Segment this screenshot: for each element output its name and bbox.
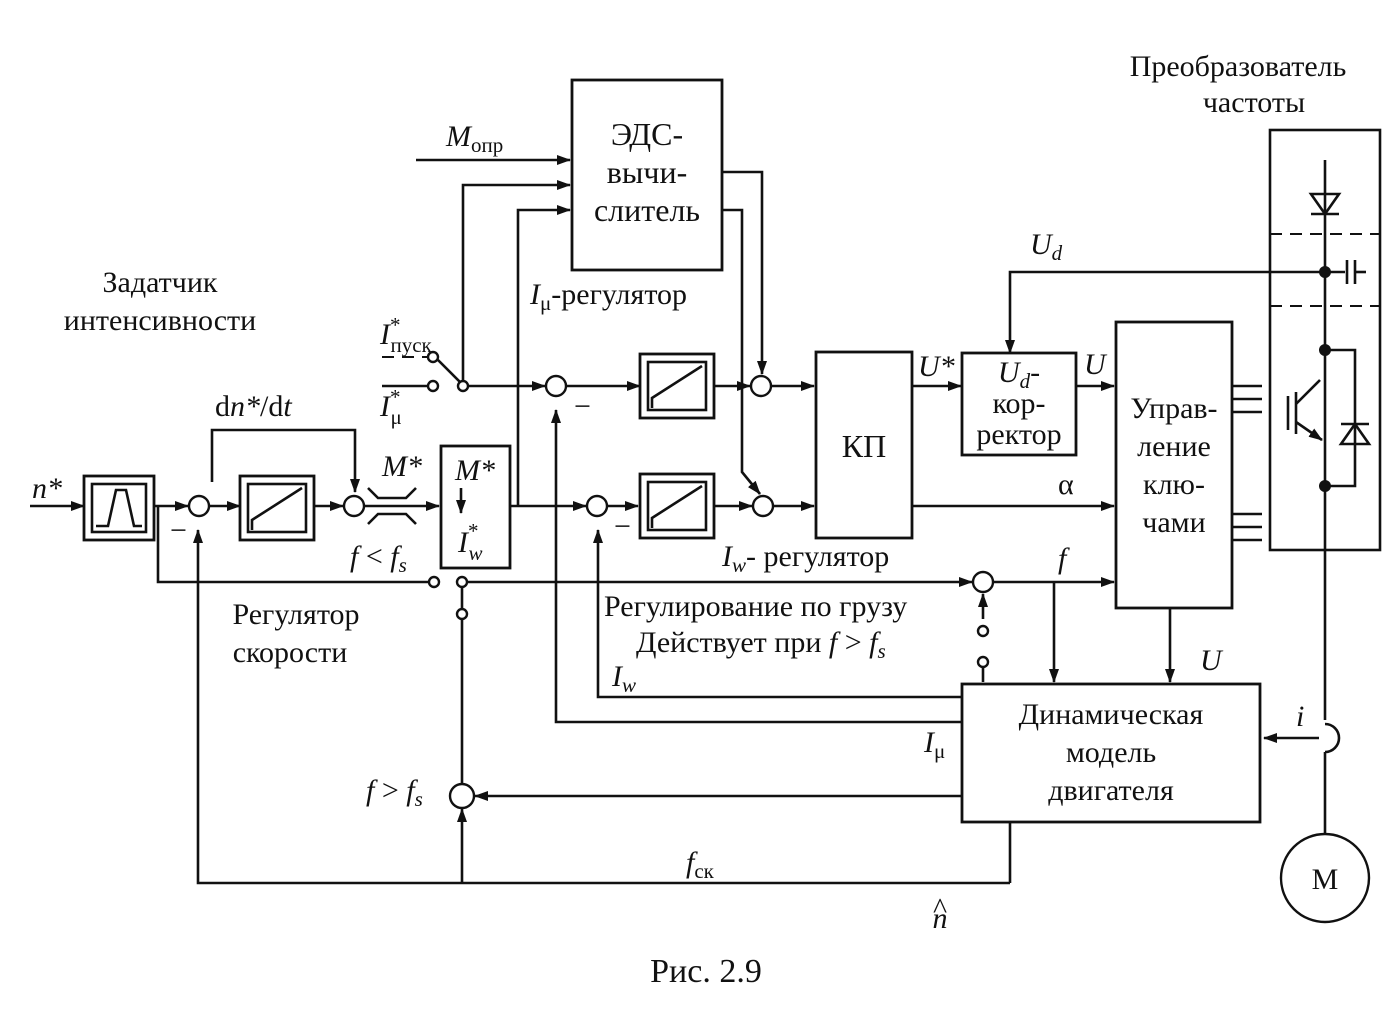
emf-calculator-label: ЭДС- — [611, 116, 683, 152]
ramp-generator-label-2: интенсивности — [64, 304, 256, 337]
i-w-regulator-label: Iw- регулятор — [721, 540, 889, 577]
key-control-label-2: ление — [1137, 430, 1211, 463]
speed-regulator-block — [238, 474, 316, 542]
motor-model-label: Динамическая — [1019, 698, 1204, 731]
i-current-label: i — [1296, 700, 1304, 733]
torque-limiter-symbol — [367, 487, 417, 525]
ramp-generator-block — [82, 474, 156, 542]
summing-junctions — [187, 374, 995, 810]
u-label: U — [1084, 348, 1108, 381]
dn-dt-label: dn*/dt — [215, 390, 292, 423]
m-star-label: M* — [381, 450, 422, 483]
key-control-label-4: чами — [1142, 506, 1205, 539]
ud-corrector-label-2: кор- — [992, 387, 1045, 420]
frequency-converter — [1268, 128, 1382, 924]
ud-corrector-label-3: ректор — [976, 418, 1061, 451]
emf-calculator-block — [570, 78, 724, 272]
torque-to-current-block — [439, 444, 512, 570]
ud-corrector-block — [960, 351, 1078, 457]
mi-i-w-star: I*w — [457, 519, 483, 565]
f-ck-label: fск — [686, 846, 715, 883]
rectifier-diode-icon — [1308, 192, 1342, 217]
converter-title-2: частоты — [1203, 86, 1305, 119]
signal-wires — [30, 155, 1325, 885]
ramp-generator-label: Задатчик — [103, 266, 218, 299]
acts-when-label: Действует при f > fs — [636, 626, 886, 663]
key-control-label-3: клю- — [1143, 468, 1205, 501]
minus-i-w: − — [614, 510, 631, 543]
f-greater-fs-label: f > fs — [366, 774, 423, 811]
signal-labels: n* dn*/dt M* Mопр I*пуск I*μ M* I*w − − … — [32, 120, 1304, 935]
m-opr-label: Mопр — [445, 120, 503, 157]
emf-calculator-label-2: вычи- — [607, 154, 687, 190]
figure-caption: Рис. 2.9 — [650, 953, 762, 990]
mi-m-star: M* — [454, 454, 495, 487]
kp-block — [814, 350, 914, 540]
i-mu-regulator-block — [638, 352, 716, 420]
i-w-regulator-block — [638, 472, 716, 540]
i-mu-regulator-label: Iμ-регулятор — [529, 278, 687, 315]
key-control-label: Управ- — [1130, 392, 1217, 425]
ud-corrector-label: Ud- — [998, 356, 1040, 393]
switch-contacts — [426, 350, 990, 669]
n-hat-label: n — [933, 902, 948, 935]
converter-title: Преобразователь — [1130, 50, 1347, 83]
motor-model-block — [960, 682, 1262, 824]
i-w-feedback-label: Iw — [611, 660, 636, 697]
igbt-icon — [1286, 344, 1372, 492]
minus-i-mu: − — [574, 390, 591, 423]
load-regulation-label: Регулирование по грузу — [604, 590, 907, 623]
speed-regulator-label: Регулятор — [232, 598, 359, 631]
blocks — [82, 78, 1262, 824]
motor-model-label-3: двигателя — [1048, 774, 1174, 807]
ud-label: Ud — [1030, 228, 1063, 265]
motor-icon — [1279, 832, 1371, 924]
speed-regulator-label-2: скорости — [233, 636, 348, 669]
current-sensor-icon — [1324, 722, 1341, 754]
n-hat-accent: ^ — [933, 892, 947, 925]
emf-calculator-label-3: слитель — [594, 192, 700, 228]
u-star-label: U* — [918, 350, 955, 383]
labels: Преобразователь частоты Задатчик интенси… — [64, 50, 1347, 990]
n-star-label: n* — [32, 472, 62, 505]
i-pusk-label: I*пуск — [379, 313, 433, 357]
i-mu-feedback-label: Iμ — [923, 726, 945, 763]
f-less-fs-label: f < fs — [350, 540, 407, 577]
i-mu-star-label: I*μ — [379, 385, 402, 429]
motor-label: M — [1312, 863, 1339, 896]
alpha-label: α — [1058, 468, 1074, 501]
motor-model-label-2: модель — [1066, 736, 1156, 769]
key-control-block — [1114, 320, 1234, 610]
kp-label: КП — [842, 428, 886, 464]
u-model-label: U — [1200, 644, 1224, 677]
minus-sum1: − — [170, 514, 187, 547]
f-label: f — [1058, 542, 1070, 575]
